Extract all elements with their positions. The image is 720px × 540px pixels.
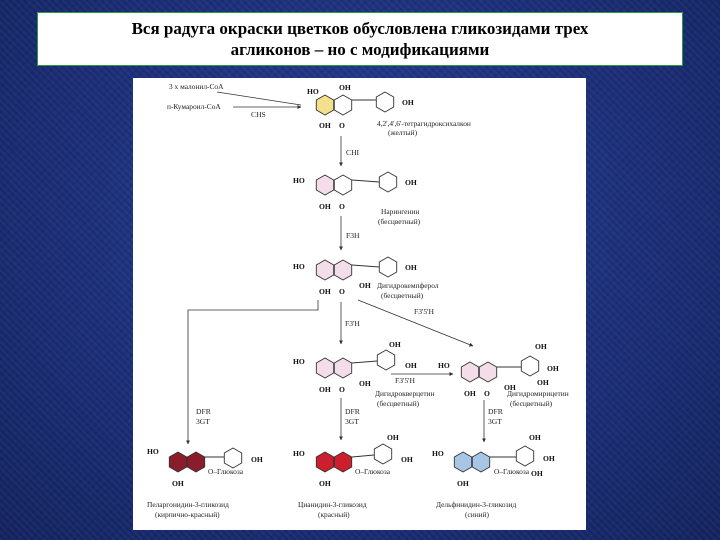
dihydroquercetin-structure: HO OH OH OH O OH <box>293 340 417 394</box>
enzyme-f35h-left: F3'5'H <box>395 376 416 385</box>
enzyme-3gt-1: 3GT <box>196 417 210 426</box>
anthocyanin-pathway-diagram: 3 x малонил-CoA п-Кумароил-CoA CHS HO OH… <box>147 82 569 519</box>
svg-text:OH: OH <box>529 433 541 442</box>
enzyme-dfr-1: DFR <box>196 407 212 416</box>
f35h-diagonal-arrow <box>357 299 474 347</box>
biosynthesis-diagram-panel: 3 x малонил-CoA п-Кумароил-CoA CHS HO OH… <box>133 78 586 530</box>
svg-text:OH: OH <box>359 281 371 290</box>
svg-text:O: O <box>339 385 345 394</box>
svg-text:OH: OH <box>319 121 331 130</box>
svg-text:OH: OH <box>547 364 559 373</box>
pelargonidin-structure: HO OH OH O–Глюкоза <box>147 447 263 488</box>
svg-text:OH: OH <box>457 479 469 488</box>
cyanidin-structure: HO OH OH OH O–Глюкоза <box>293 433 413 488</box>
svg-text:O–Глюкоза: O–Глюкоза <box>355 467 391 476</box>
dihydromyricetin-structure: HO OH OH OH OH O OH <box>438 342 559 398</box>
enzyme-chs: CHS <box>251 110 266 119</box>
slide-title-line-2: агликонов – но с модификациями <box>230 40 490 59</box>
enzyme-dfr-3: DFR <box>488 407 504 416</box>
dihydromyricetin-color: (бесцветный) <box>510 399 553 408</box>
precursor-malonyl-coa: 3 x малонил-CoA <box>169 82 224 91</box>
delphinidin-color: (синий) <box>465 510 490 519</box>
svg-text:OH: OH <box>531 469 543 478</box>
svg-text:HO: HO <box>147 447 159 456</box>
svg-text:O: O <box>339 202 345 211</box>
svg-text:OH: OH <box>319 202 331 211</box>
svg-text:OH: OH <box>172 479 184 488</box>
svg-text:OH: OH <box>401 455 413 464</box>
pelargonidin-name: Пеларгонидин-3-гликозид <box>147 500 229 509</box>
svg-text:OH: OH <box>319 385 331 394</box>
enzyme-f3h-prime: F3'H <box>345 319 360 328</box>
dihydroquercetin-name: Дигидрокверцетин <box>375 389 435 398</box>
naringenin-name: Нарингенин <box>381 207 419 216</box>
delphinidin-structure: HO OH OH OH OH O–Глюкоза <box>432 433 555 488</box>
svg-text:OH: OH <box>504 383 516 392</box>
dihydroquercetin-color: (бесцветный) <box>377 399 420 408</box>
svg-text:OH: OH <box>389 340 401 349</box>
dhk-to-pelargonidin-arrow <box>186 300 319 445</box>
naringenin-color: (бесцветный) <box>378 217 421 226</box>
enzyme-3gt-2: 3GT <box>345 417 359 426</box>
cyanidin-color: (красный) <box>318 510 350 519</box>
enzyme-f3h: F3H <box>346 231 360 240</box>
svg-text:OH: OH <box>405 361 417 370</box>
svg-text:OH: OH <box>319 479 331 488</box>
precursor-merge-line <box>216 91 302 106</box>
svg-text:OH: OH <box>537 378 549 387</box>
slide-title-line-1: Вся радуга окраски цветков обусловлена г… <box>131 19 589 38</box>
dihydrokaempferol-color: (бесцветный) <box>381 291 424 300</box>
svg-text:HO: HO <box>438 361 450 370</box>
naringenin-structure: HO OH OH O <box>293 171 417 211</box>
svg-text:OH: OH <box>387 433 399 442</box>
enzyme-f35h-right: F3'5'H <box>414 307 435 316</box>
svg-text:OH: OH <box>405 263 417 272</box>
svg-text:OH: OH <box>319 287 331 296</box>
delphinidin-name: Дельфинидин-3-гликозид <box>436 500 516 509</box>
svg-text:OH: OH <box>535 342 547 351</box>
svg-text:HO: HO <box>293 357 305 366</box>
svg-text:OH: OH <box>251 455 263 464</box>
enzyme-dfr-2: DFR <box>345 407 361 416</box>
svg-text:O: O <box>484 389 490 398</box>
svg-text:HO: HO <box>293 449 305 458</box>
pelargonidin-color: (кирпично-красный) <box>155 510 220 519</box>
enzyme-3gt-3: 3GT <box>488 417 502 426</box>
chalcone-name: 4,2',4',6'-тетрагидроксихалкон <box>377 119 471 128</box>
precursor-coumaroyl-coa: п-Кумароил-CoA <box>167 102 221 111</box>
enzyme-chi: CHI <box>346 148 360 157</box>
svg-text:OH: OH <box>464 389 476 398</box>
svg-text:HO: HO <box>293 262 305 271</box>
chalcone-structure: HO OH OH OH O <box>307 83 414 130</box>
svg-text:O–Глюкоза: O–Глюкоза <box>494 467 530 476</box>
dihydromyricetin-name: Дигидромирицетин <box>507 389 569 398</box>
svg-text:HO: HO <box>432 449 444 458</box>
svg-text:OH: OH <box>339 83 351 92</box>
slide-title-box: Вся радуга окраски цветков обусловлена г… <box>37 12 683 66</box>
svg-text:HO: HO <box>307 87 319 96</box>
svg-text:HO: HO <box>293 176 305 185</box>
svg-text:OH: OH <box>359 379 371 388</box>
chalcone-color: (желтый) <box>388 128 418 137</box>
svg-text:OH: OH <box>543 454 555 463</box>
dihydrokaempferol-name: Дигидрокемпферол <box>377 281 439 290</box>
svg-text:OH: OH <box>405 178 417 187</box>
dihydrokaempferol-structure: HO OH OH O OH <box>293 256 417 296</box>
svg-text:O: O <box>339 287 345 296</box>
svg-text:OH: OH <box>402 98 414 107</box>
svg-text:O–Глюкоза: O–Глюкоза <box>208 467 244 476</box>
cyanidin-name: Цианидин-3-гликозид <box>298 500 367 509</box>
svg-text:O: O <box>339 121 345 130</box>
